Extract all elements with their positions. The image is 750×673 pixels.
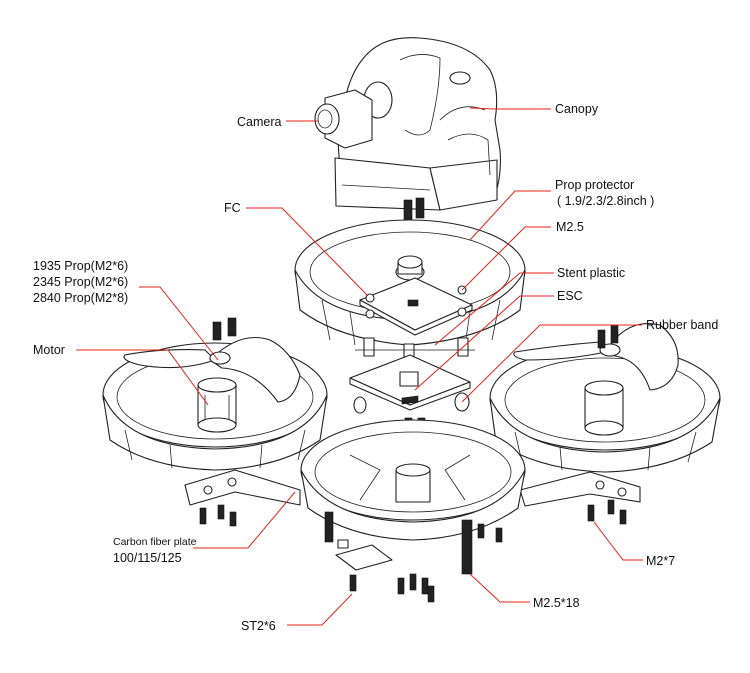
canopy-part <box>334 37 501 211</box>
upper-motor <box>395 255 425 281</box>
label-st2x6: ST2*6 <box>241 619 276 633</box>
label-prop-protector: Prop protector <box>555 178 634 192</box>
leader-lines <box>76 107 643 626</box>
label-prop-protector-sizes: ( 1.9/2.3/2.8inch ) <box>557 194 654 208</box>
label-prop-1935: 1935 Prop(M2*6) <box>33 259 128 273</box>
label-prop-2345: 2345 Prop(M2*6) <box>33 275 128 289</box>
label-m25x18: M2.5*18 <box>533 596 580 610</box>
label-prop-2840: 2840 Prop(M2*8) <box>33 291 128 305</box>
right-motor <box>584 380 624 436</box>
camera-part <box>314 89 373 149</box>
label-motor: Motor <box>33 343 65 357</box>
label-rubber-band: Rubber band <box>646 318 718 332</box>
label-carbon-fiber-plate-sizes: 100/115/125 <box>113 551 182 565</box>
label-canopy: Canopy <box>555 102 599 116</box>
left-propeller <box>123 317 301 403</box>
right-propeller <box>513 323 679 391</box>
esc-board <box>349 354 471 411</box>
lower-screws <box>199 499 627 603</box>
lower-center-frame <box>300 419 526 541</box>
label-m2x7: M2*7 <box>646 554 675 568</box>
label-esc: ESC <box>557 289 583 303</box>
label-carbon-fiber-plate: Carbon fiber plate <box>113 536 197 548</box>
label-stent-plastic: Stent plastic <box>557 266 625 280</box>
label-fc: FC <box>224 201 241 215</box>
carbon-fiber-plate <box>184 469 641 507</box>
callout-labels: Camera Canopy Prop protector ( 1.9/2.3/2… <box>33 102 718 633</box>
label-m25: M2.5 <box>556 220 584 234</box>
left-motor <box>197 377 237 433</box>
label-camera: Camera <box>237 115 282 129</box>
